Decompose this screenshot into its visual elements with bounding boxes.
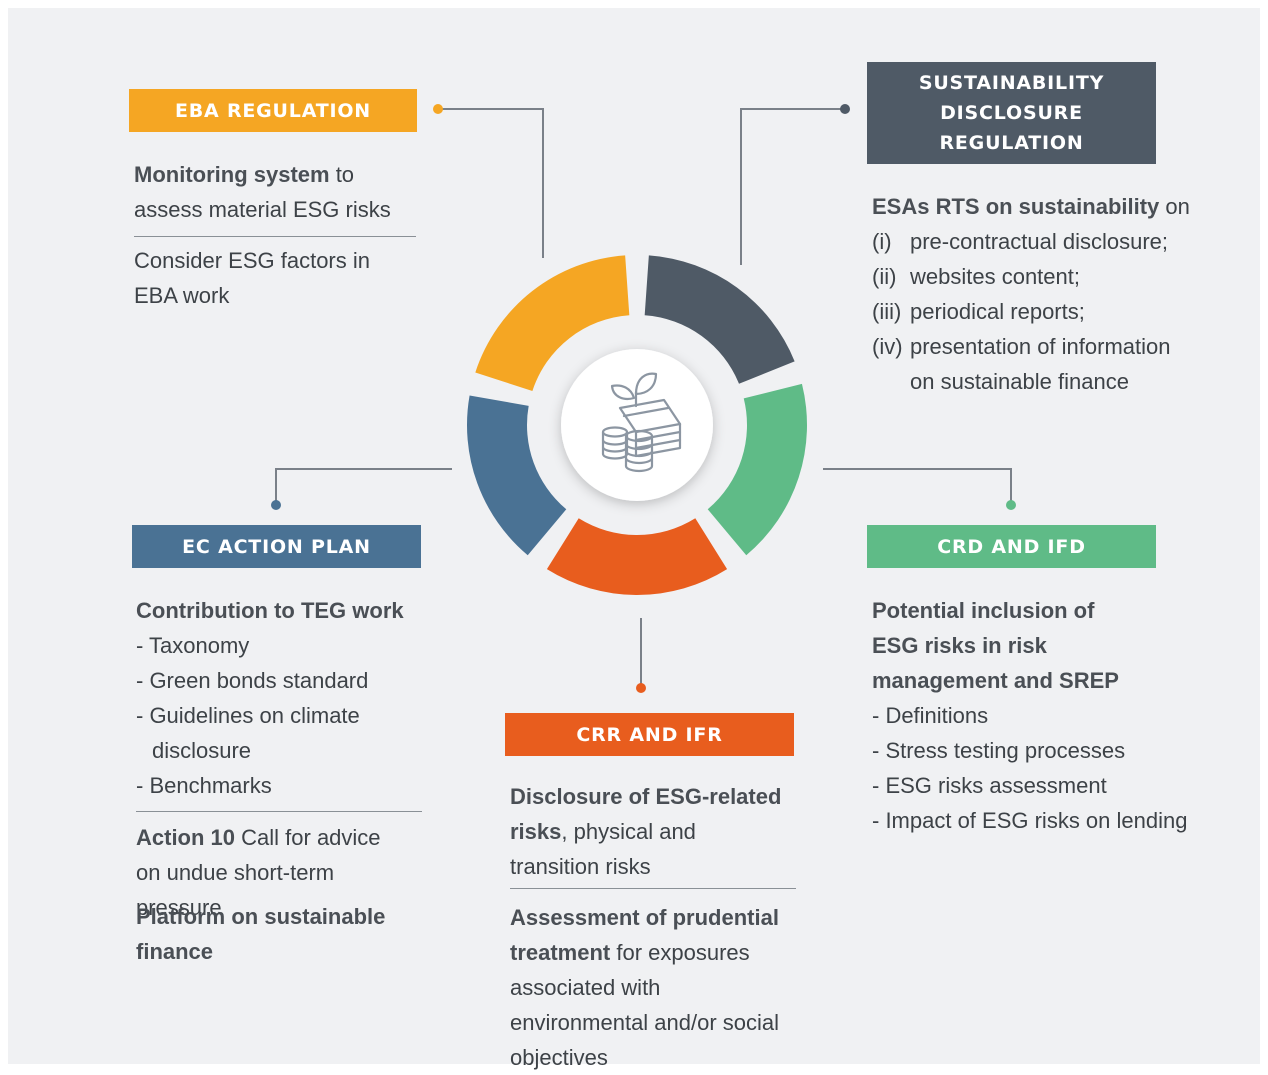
crd-body: Potential inclusion of ESG risks in risk…	[872, 593, 1188, 838]
sdr-item-2: (ii)websites content;	[872, 264, 1080, 289]
connector-dot-ec	[271, 500, 281, 510]
crd-item-lending: - Impact of ESG risks on lending	[872, 808, 1188, 833]
connector-dot-eba	[433, 104, 443, 114]
connector-dot-crd	[1006, 500, 1016, 510]
eba-divider	[134, 236, 416, 237]
ec-action-10: Action 10 Call for advice on undue short…	[136, 825, 381, 920]
ec-body: Contribution to TEG work - Taxonomy - Gr…	[136, 593, 426, 803]
sdr-item-4: (iv)presentation of information	[872, 334, 1171, 359]
ec-divider	[136, 811, 422, 812]
ring-segment-crr	[546, 518, 728, 595]
crd-item-stress-testing: - Stress testing processes	[872, 738, 1126, 763]
sdr-title-line-1: SUSTAINABILITY	[918, 72, 1105, 94]
ring-segments	[467, 255, 807, 595]
eba-title: EBA REGULATION	[174, 99, 372, 122]
ec-banner: EC ACTION PLAN	[132, 525, 421, 568]
crr-banner: CRR AND IFR	[505, 713, 794, 756]
connector-dot-sdr	[840, 104, 850, 114]
ring-segment-crd	[707, 383, 807, 556]
connector-lines	[275, 108, 1012, 688]
ec-item-green-bonds: - Green bonds standard	[136, 668, 369, 693]
crr-disclosure-text: Disclosure of ESG-related risks, physica…	[510, 784, 782, 879]
crr-divider	[510, 888, 796, 889]
ec-title: EC ACTION PLAN	[182, 535, 371, 558]
crd-item-definitions: - Definitions	[872, 703, 989, 728]
connector-sdr	[740, 108, 845, 265]
eba-consider-text: Consider ESG factors in EBA work	[134, 248, 370, 308]
eba-banner: EBA REGULATION	[129, 89, 417, 132]
sdr-intro: ESAs RTS on sustainability on	[872, 194, 1190, 219]
sdr-title-line-3: REGULATION	[939, 132, 1084, 154]
crr-assessment-text: Assessment of prudential treatment for e…	[510, 905, 780, 1070]
ring-segment-sdr	[644, 255, 795, 384]
ec-platform: Platform on sustainable finance	[136, 904, 386, 964]
center-circle	[561, 349, 713, 501]
crd-title: CRD AND IFD	[937, 535, 1086, 558]
crd-banner: CRD AND IFD	[867, 525, 1156, 568]
ring-segment-eba	[475, 255, 630, 392]
crd-item-risk-assessment: - ESG risks assessment	[872, 773, 1107, 798]
money-plant-icon	[601, 372, 682, 473]
crr-title: CRR AND IFR	[576, 723, 723, 746]
sdr-item-1: (i)pre-contractual disclosure;	[872, 229, 1169, 254]
ec-heading: Contribution to TEG work	[136, 598, 404, 623]
sdr-item-4-continuation: on sustainable finance	[910, 369, 1129, 394]
connector-eba	[438, 108, 544, 258]
ec-item-benchmarks: - Benchmarks	[136, 773, 272, 798]
ring-segment-ec	[467, 395, 567, 556]
connector-crd	[823, 468, 1012, 505]
connector-ec	[275, 468, 452, 505]
sdr-item-3: (iii)periodical reports;	[872, 299, 1085, 324]
sdr-title-line-2: DISCLOSURE	[940, 102, 1083, 124]
sdr-banner: SUSTAINABILITY DISCLOSURE REGULATION	[867, 62, 1156, 164]
ec-item-guidelines: - Guidelines on climate	[136, 703, 360, 728]
eba-monitoring-text: Monitoring system to assess material ESG…	[134, 162, 391, 222]
connector-dot-crr	[636, 683, 646, 693]
ec-item-guidelines-cont: disclosure	[152, 738, 252, 763]
sdr-body: ESAs RTS on sustainability on (i)pre-con…	[872, 189, 1190, 399]
crd-heading: Potential inclusion of ESG risks in risk…	[872, 598, 1119, 693]
ec-item-taxonomy: - Taxonomy	[136, 633, 250, 658]
